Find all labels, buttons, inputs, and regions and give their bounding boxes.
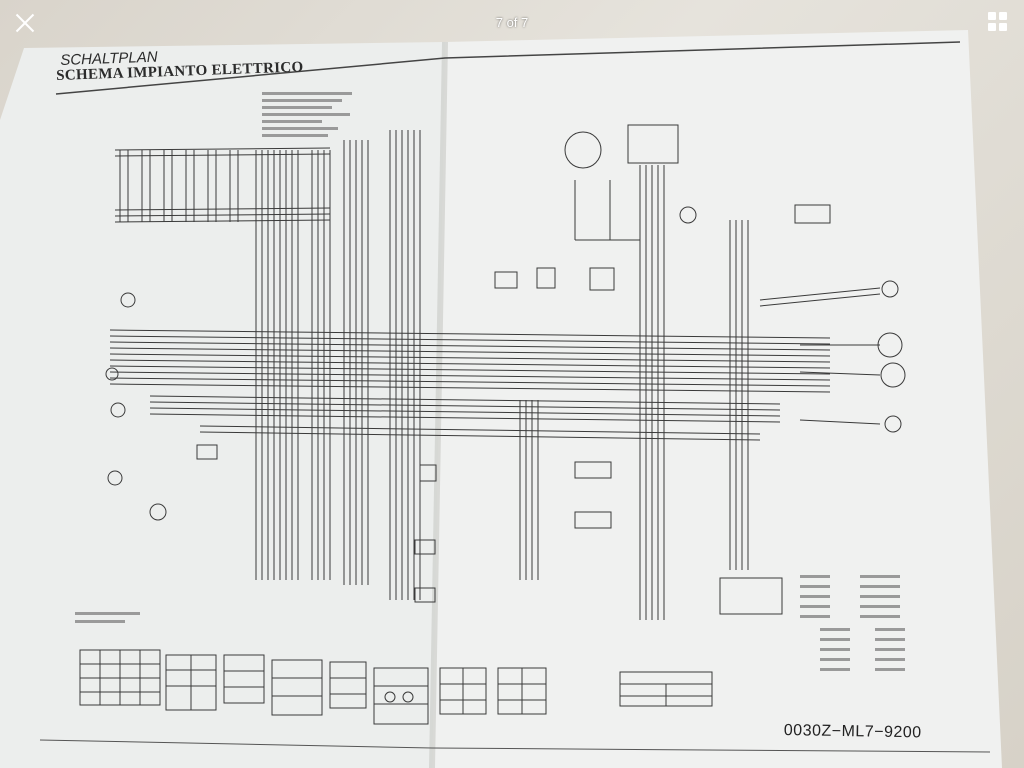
wiring-lines [105,124,906,620]
legend-text-blocks [75,92,905,671]
viewer-toolbar: 7 of 7 [0,0,1024,46]
connector-tables [79,649,713,725]
upper-left-harness [114,147,331,223]
vertical-bundles [119,130,421,600]
image-counter: 7 of 7 [495,15,529,30]
grid-icon[interactable] [988,12,1010,34]
part-number: 0030Z−ML7−9200 [783,722,922,742]
right-side-harness [519,165,881,620]
component-symbols [105,124,906,615]
paper-left-page [0,42,445,768]
paper-right-page [432,30,1002,768]
main-horizontal-harness [109,329,831,441]
